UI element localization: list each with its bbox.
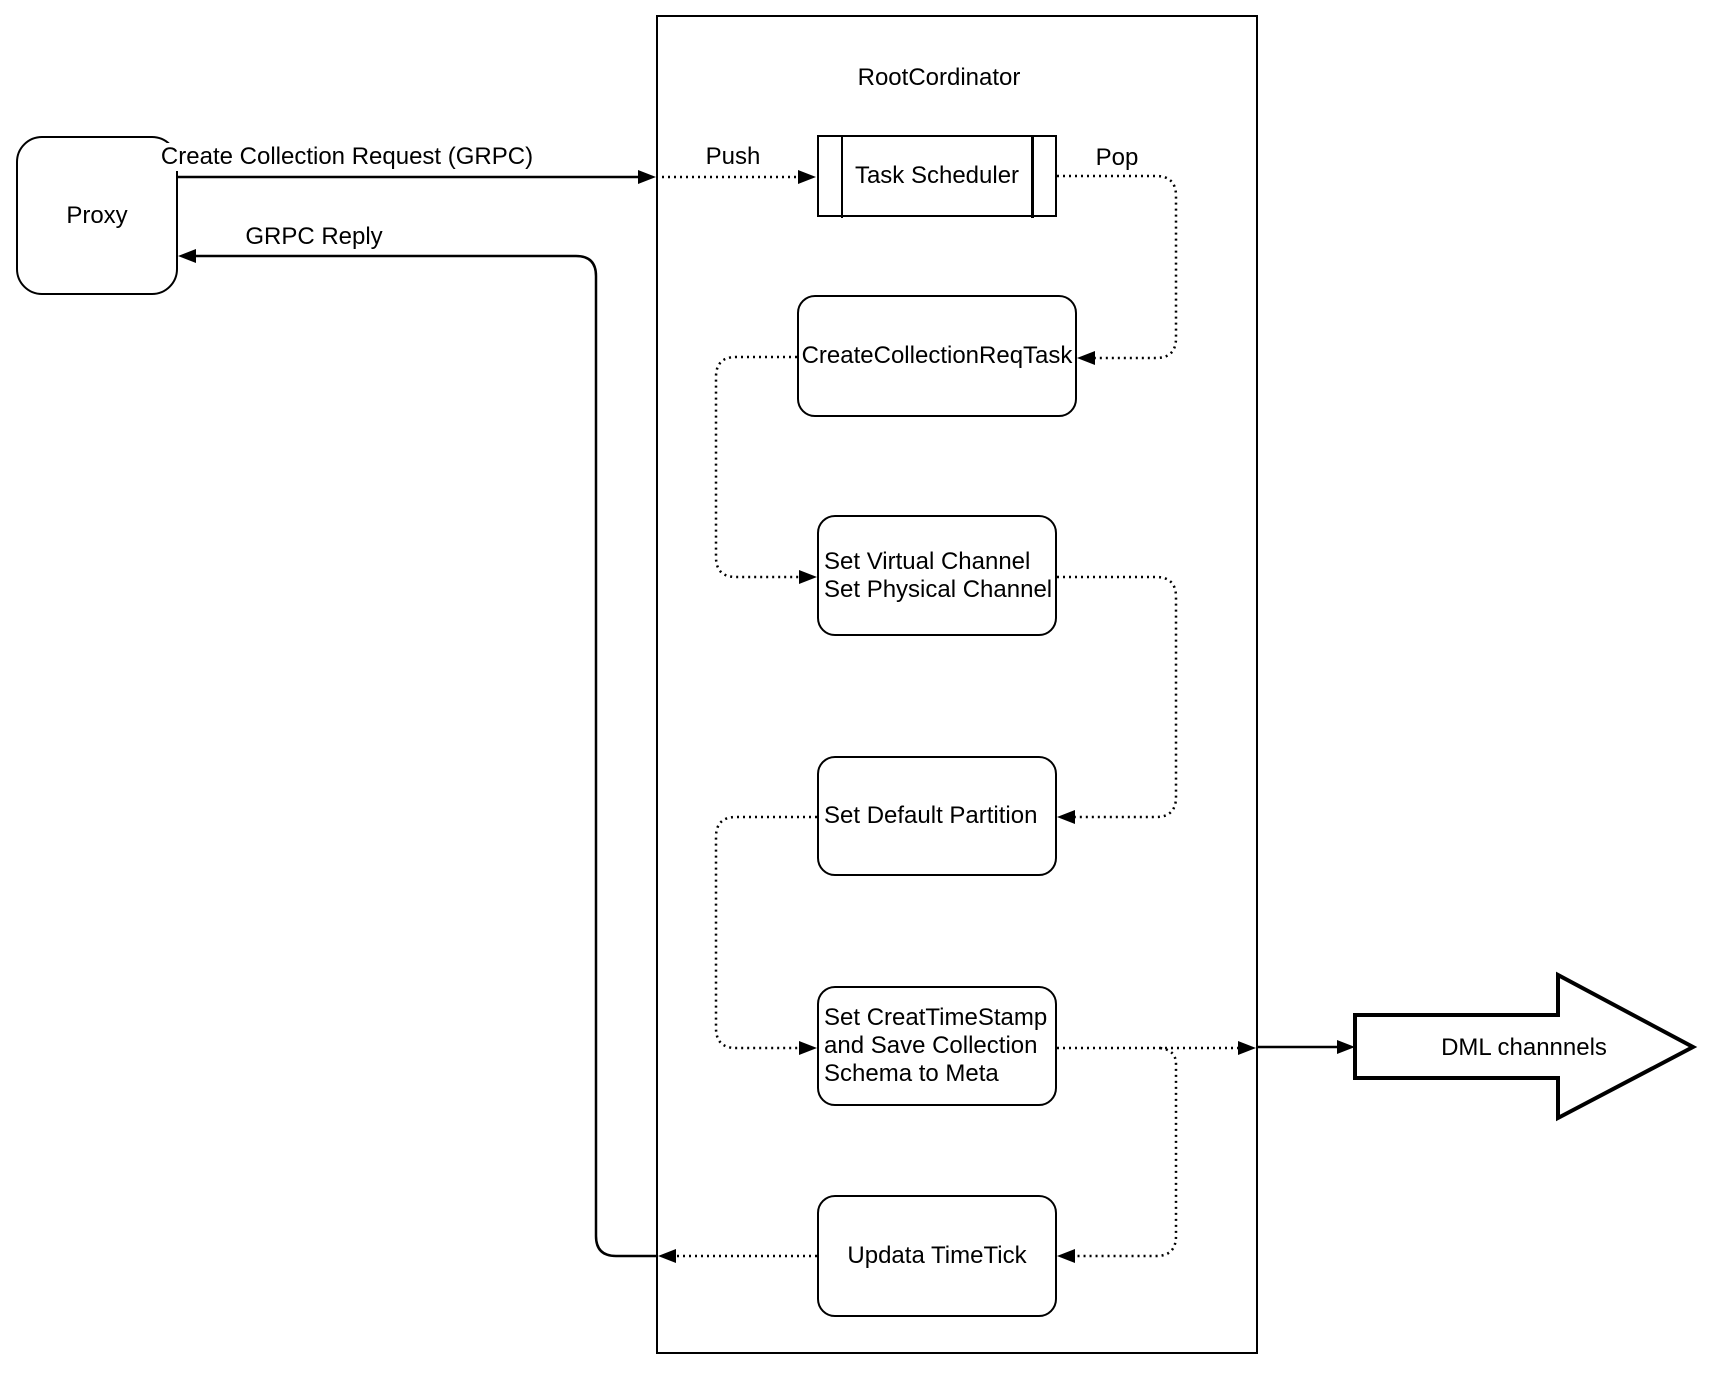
arrowhead (658, 1249, 676, 1263)
arrowhead (1057, 810, 1075, 824)
arrowhead (178, 249, 196, 263)
node-create-collection-req-task-label: CreateCollectionReqTask (801, 342, 1073, 369)
node-set-default-partition: Set Default Partition (817, 756, 1057, 876)
node-updata-timetick-label: Updata TimeTick (847, 1242, 1027, 1269)
arrowhead (1238, 1041, 1256, 1055)
edge-label-grpc-reply: GRPC Reply (243, 223, 385, 251)
rootcordinator-container (656, 15, 1258, 1354)
edge-label-push: Push (703, 143, 763, 171)
dml-channels-label: DML channnels (1441, 1034, 1607, 1061)
node-proxy-label: Proxy (66, 201, 128, 229)
node-proxy: Proxy (16, 136, 178, 295)
arrowhead (798, 170, 816, 184)
queue-bar-right (1031, 134, 1034, 218)
node-task-scheduler-label: Task Scheduler (854, 162, 1020, 189)
arrowhead (799, 1041, 817, 1055)
node-task-scheduler: Task Scheduler (817, 134, 1057, 218)
node-set-default-partition-label: Set Default Partition (824, 802, 1038, 829)
arrowhead (1337, 1040, 1355, 1054)
queue-bar-left (840, 134, 843, 218)
node-create-collection-req-task: CreateCollectionReqTask (797, 295, 1077, 417)
arrowhead (1077, 351, 1095, 365)
arrowhead (638, 170, 656, 184)
rootcordinator-title: RootCordinator (857, 64, 1021, 91)
node-set-creat-timestamp-label: Set CreatTimeStamp and Save Collection S… (824, 1004, 1048, 1087)
edge-label-create-collection-request: Create Collection Request (GRPC) (158, 143, 536, 171)
arrowhead (1057, 1249, 1075, 1263)
node-updata-timetick: Updata TimeTick (817, 1195, 1057, 1317)
node-set-channels: Set Virtual Channel Set Physical Channel (817, 515, 1057, 636)
edge-timestamp-to-timetick (1073, 1046, 1178, 1258)
edge-label-pop: Pop (1093, 144, 1141, 172)
arrowhead (799, 570, 817, 584)
dml-channels-block-arrow (1353, 971, 1698, 1122)
edge-grpc-reply (194, 254, 656, 1258)
edge-channels-to-partition (1057, 575, 1178, 819)
node-set-channels-label: Set Virtual Channel Set Physical Channel (824, 547, 1053, 603)
node-set-creat-timestamp: Set CreatTimeStamp and Save Collection S… (817, 986, 1057, 1106)
